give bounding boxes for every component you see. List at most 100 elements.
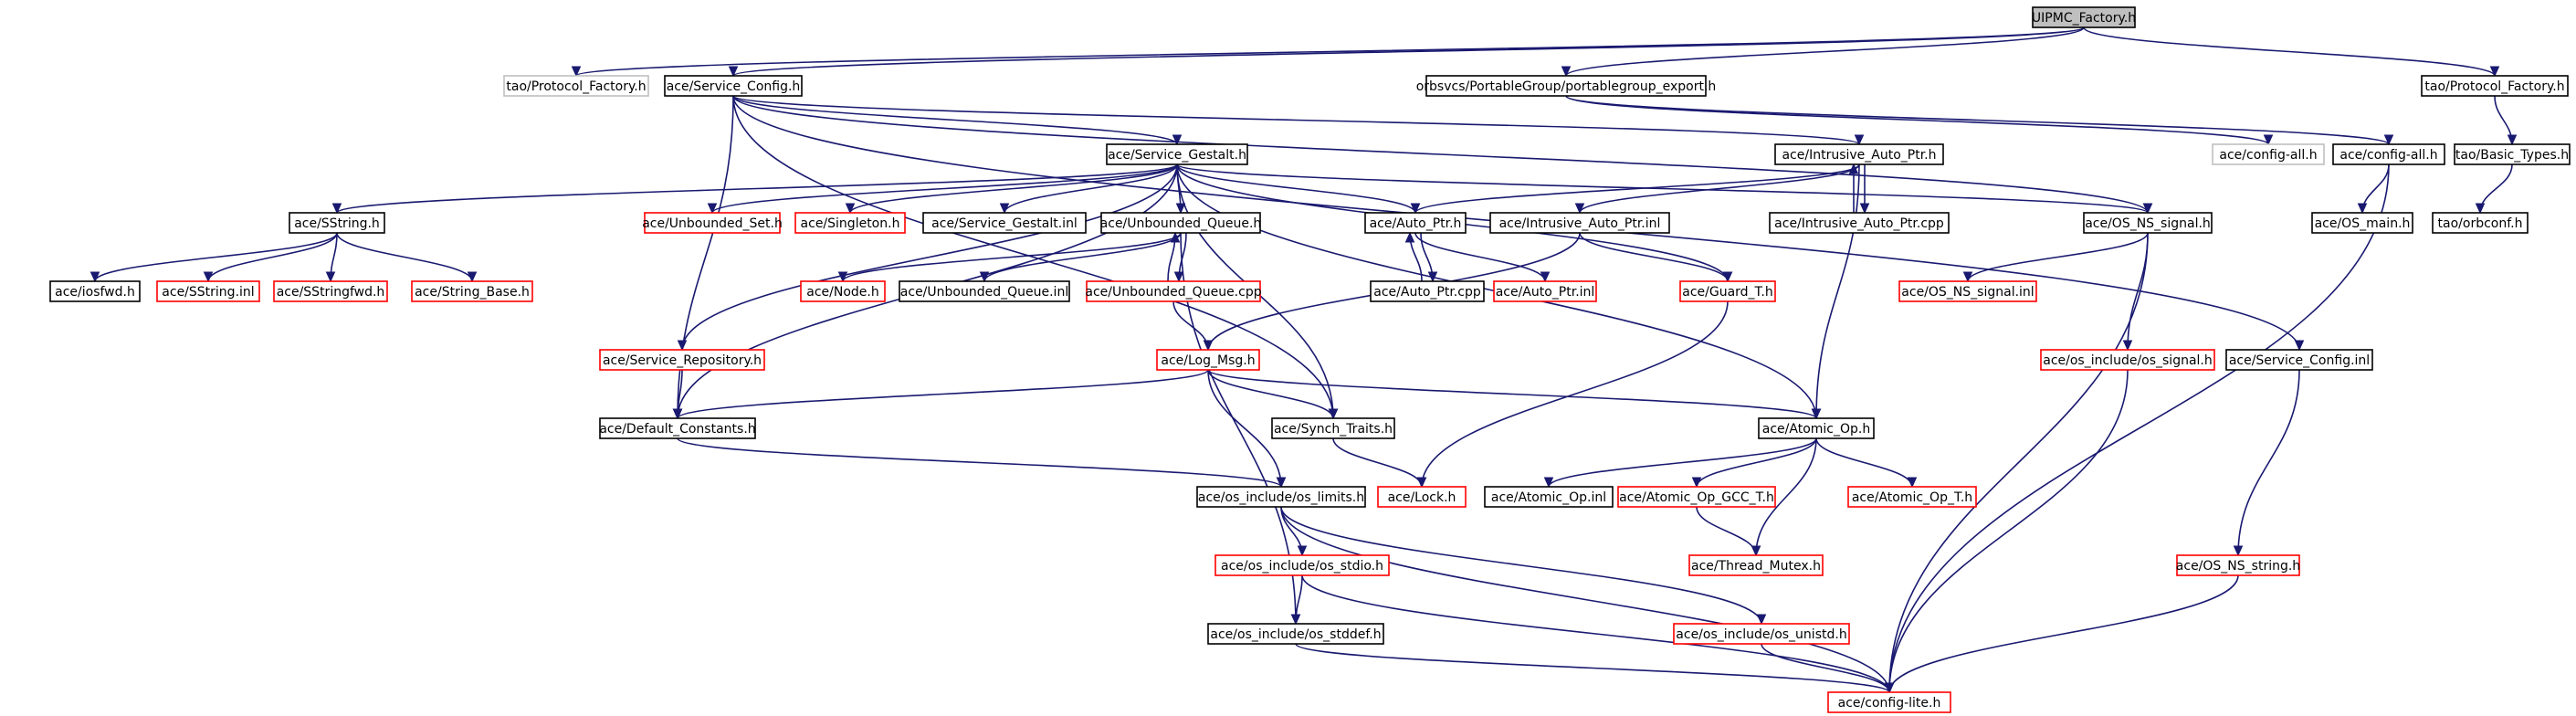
edge-line (677, 369, 1209, 419)
node-box (1617, 486, 1776, 508)
node-box (599, 349, 765, 371)
edge-line (1579, 163, 1860, 214)
edge-arrowhead (203, 271, 214, 283)
node-unbounded-queue-cpp[interactable]: ace/Unbounded_Queue.cpp (1085, 280, 1262, 302)
node-singleton[interactable]: ace/Singleton.h (794, 212, 906, 234)
node-sstring-inl[interactable]: ace/SString.inl (156, 280, 260, 302)
edge-arrowhead (89, 271, 100, 283)
node-box (1758, 417, 1875, 439)
node-intrusive-auto-ptr-inl[interactable]: ace/Intrusive_Auto_Ptr.inl (1489, 212, 1670, 234)
edge-arrowhead (1290, 614, 1301, 626)
node-atomic-op-gcc-t[interactable]: ace/Atomic_Op_GCC_T.h (1617, 486, 1776, 508)
node-label: ace/os_include/os_stddef.h (1210, 627, 1381, 642)
edge-config_all-to-config_lite (1884, 163, 2390, 694)
edge-arrowhead (1561, 66, 1572, 78)
node-service-gestalt-h[interactable]: ace/Service_Gestalt.h (1106, 143, 1248, 165)
edge-line (1565, 95, 2390, 145)
edge-line (1565, 26, 2085, 77)
node-os-stdio[interactable]: ace/os_include/os_stdio.h (1214, 554, 1390, 576)
node-atomic-op-inl[interactable]: ace/Atomic_Op.inl (1484, 486, 1614, 508)
node-guard-t[interactable]: ace/Guard_T.h (1679, 280, 1776, 302)
node-os-limits[interactable]: ace/os_include/os_limits.h (1196, 486, 1366, 508)
node-label: ace/Auto_Ptr.h (1370, 216, 1462, 231)
edge-arrowhead (571, 66, 582, 78)
node-service-config-h[interactable]: ace/Service_Config.h (664, 75, 803, 97)
node-portablegroup-export[interactable]: orbsvcs/PortableGroup/portablegroup_expo… (1416, 75, 1717, 97)
node-orbconf[interactable]: tao/orbconf.h (2432, 212, 2529, 234)
node-label: ace/Intrusive_Auto_Ptr.h (1782, 148, 1936, 163)
edge-line (575, 26, 2085, 77)
node-log-msg[interactable]: ace/Log_Msg.h (1156, 349, 1260, 371)
edge-service_config_inl-to-os_ns_string (2233, 369, 2300, 557)
node-lock-h[interactable]: ace/Lock.h (1377, 486, 1467, 508)
node-box (1898, 280, 2037, 302)
node-box (289, 212, 385, 234)
node-config-lite[interactable]: ace/config-lite.h (1827, 691, 1951, 713)
node-os-include-signal[interactable]: ace/os_include/os_signal.h (2040, 349, 2215, 371)
node-sstringfwd[interactable]: ace/SStringfwd.h (273, 280, 388, 302)
edge-sstring_h-to-sstring_inl (203, 232, 338, 283)
node-intrusive-auto-ptr-cpp[interactable]: ace/Intrusive_Auto_Ptr.cpp (1769, 212, 1950, 234)
edge-basic_types-to-orbconf (2475, 163, 2513, 215)
node-sstring-h[interactable]: ace/SString.h (289, 212, 385, 234)
edges-layer (89, 26, 2518, 694)
edge-line (1548, 437, 1817, 488)
node-iosfwd[interactable]: ace/iosfwd.h (49, 280, 141, 302)
edge-os_limits-to-os_unistd (1280, 506, 1767, 626)
node-box (156, 280, 260, 302)
node-thread-mutex[interactable]: ace/Thread_Mutex.h (1688, 554, 1824, 576)
node-label: ace/OS_NS_string.h (2176, 559, 2300, 574)
node-unbounded-queue-h[interactable]: ace/Unbounded_Queue.h (1100, 212, 1262, 234)
edge-service_config_h-to-service_gestalt_h (732, 95, 1183, 146)
node-atomic-op-h[interactable]: ace/Atomic_Op.h (1758, 417, 1875, 439)
node-os-main[interactable]: ace/OS_main.h (2311, 212, 2413, 234)
node-box (1847, 486, 1977, 508)
edge-arrowhead (1756, 614, 1767, 626)
node-label: ace/Service_Gestalt.h (1108, 148, 1246, 163)
node-box (2421, 75, 2569, 97)
node-box (1214, 554, 1390, 576)
edge-arrowhead (999, 203, 1010, 215)
node-os-ns-signal-h[interactable]: ace/OS_NS_signal.h (2083, 212, 2213, 234)
node-service-gestalt-inl[interactable]: ace/Service_Gestalt.inl (922, 212, 1087, 234)
node-service-config-inl[interactable]: ace/Service_Config.inl (2225, 349, 2373, 371)
node-auto-ptr-cpp[interactable]: ace/Auto_Ptr.cpp (1370, 280, 1485, 302)
node-config-all-gray[interactable]: ace/config-all.h (2212, 143, 2325, 165)
edge-line (732, 95, 2149, 214)
node-auto-ptr-h[interactable]: ace/Auto_Ptr.h (1364, 212, 1467, 234)
edge-line (336, 163, 1178, 214)
node-basic-types[interactable]: tao/Basic_Types.h (2454, 143, 2571, 165)
node-default-constants[interactable]: ace/Default_Constants.h (599, 417, 756, 439)
edge-arrowhead (677, 340, 688, 352)
node-os-ns-string[interactable]: ace/OS_NS_string.h (2176, 554, 2300, 576)
edge-unbounded_queue_h-to-unbounded_queue_cpp (1173, 232, 1187, 283)
node-auto-ptr-inl[interactable]: ace/Auto_Ptr.inl (1493, 280, 1597, 302)
node-box (1364, 212, 1467, 234)
node-label: ace/os_include/os_limits.h (1198, 490, 1364, 505)
node-intrusive-auto-ptr-h[interactable]: ace/Intrusive_Auto_Ptr.h (1774, 143, 1944, 165)
node-label: ace/Intrusive_Auto_Ptr.cpp (1774, 216, 1944, 231)
node-uipmc-factory[interactable]: UIPMC_Factory.h (2032, 6, 2136, 28)
edge-line (1888, 369, 2129, 693)
edge-atomic_op_gcc_t-to-thread_mutex (1696, 506, 1761, 557)
node-config-all[interactable]: ace/config-all.h (2332, 143, 2445, 165)
node-tao-protocol-factory-gray[interactable]: tao/Protocol_Factory.h (503, 75, 649, 97)
edge-line (711, 163, 1178, 214)
node-os-unistd[interactable]: ace/os_include/os_unistd.h (1673, 623, 1850, 645)
node-os-ns-signal-inl[interactable]: ace/OS_NS_signal.inl (1898, 280, 2037, 302)
node-os-stddef[interactable]: ace/os_include/os_stddef.h (1207, 623, 1384, 645)
node-atomic-op-t[interactable]: ace/Atomic_Op_T.h (1847, 486, 1977, 508)
node-service-repository[interactable]: ace/Service_Repository.h (599, 349, 765, 371)
node-string-base[interactable]: ace/String_Base.h (411, 280, 533, 302)
node-unbounded-set[interactable]: ace/Unbounded_Set.h (642, 212, 783, 234)
node-node-h[interactable]: ace/Node.h (800, 280, 886, 302)
node-label: ace/Atomic_Op.h (1762, 422, 1870, 437)
edge-arrowhead (2263, 134, 2274, 146)
node-tao-protocol-factory[interactable]: tao/Protocol_Factory.h (2421, 75, 2569, 97)
node-label: orbsvcs/PortableGroup/portablegroup_expo… (1416, 79, 1717, 94)
node-synch-traits[interactable]: ace/Synch_Traits.h (1271, 417, 1395, 439)
node-unbounded-queue-inl[interactable]: ace/Unbounded_Queue.inl (899, 280, 1070, 302)
node-box (1774, 143, 1944, 165)
edge-line (1301, 574, 1890, 693)
node-label: ace/Synch_Traits.h (1274, 422, 1393, 437)
